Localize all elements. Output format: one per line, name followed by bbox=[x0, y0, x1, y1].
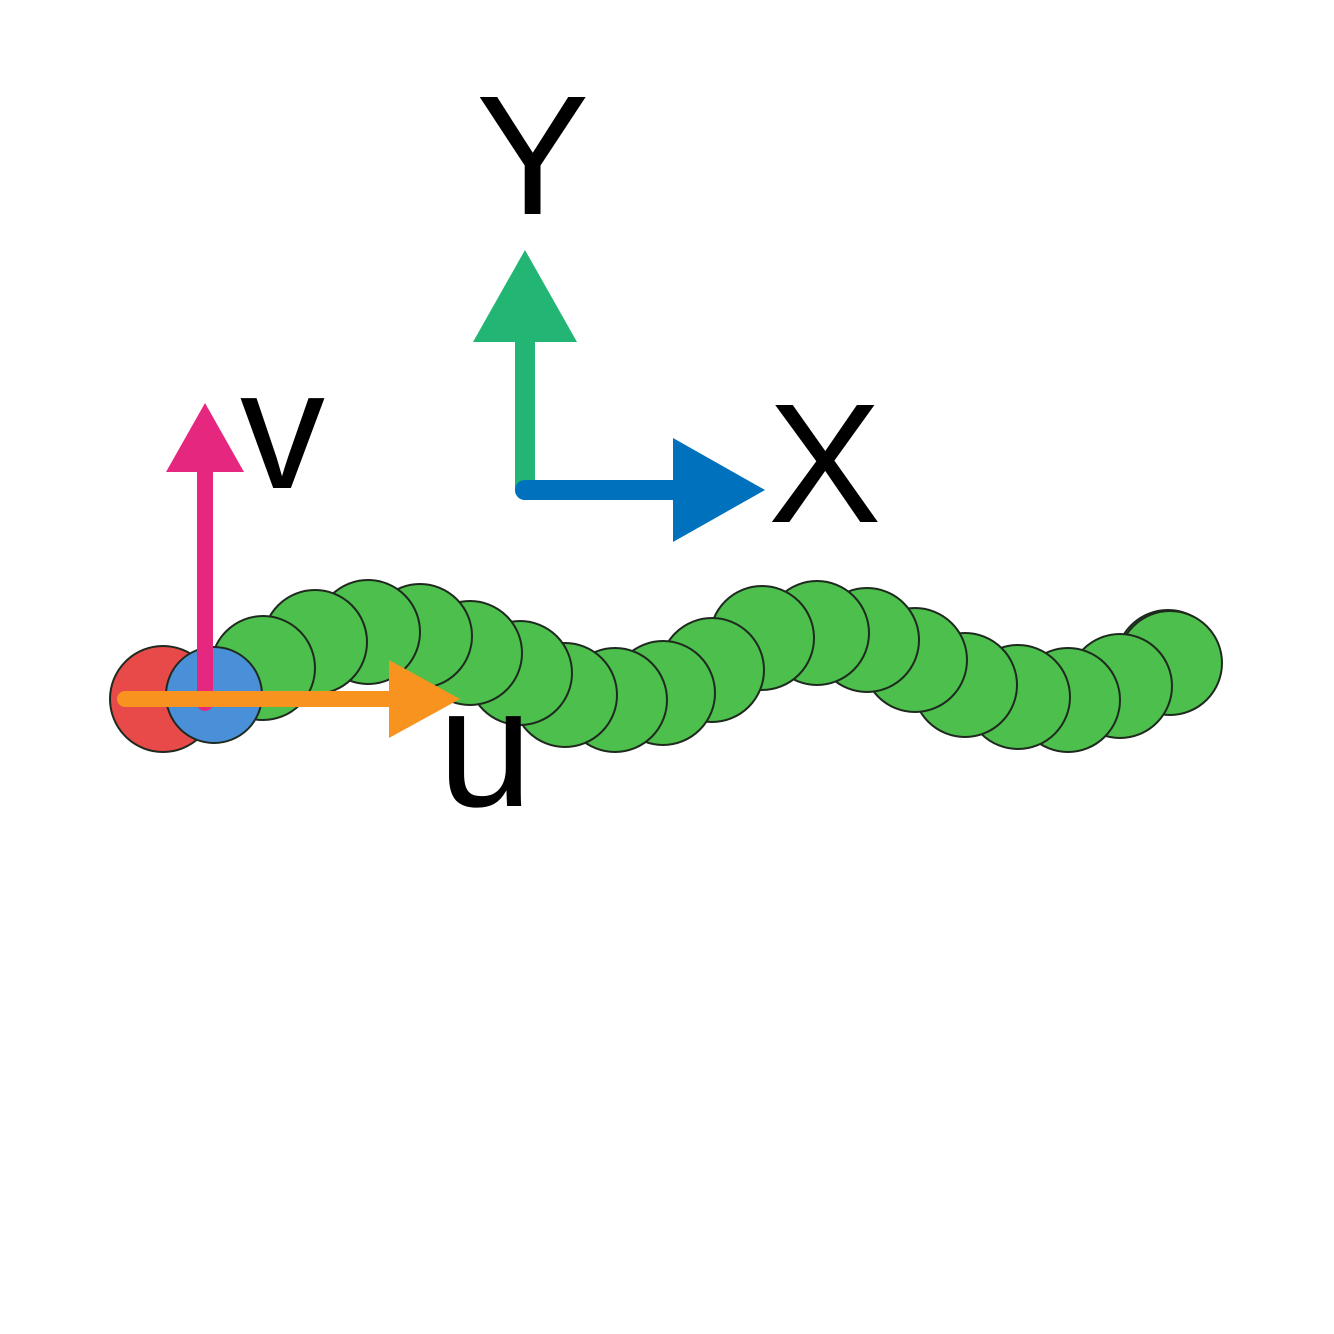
x-axis-label: X bbox=[768, 369, 881, 559]
x-axis-arrowhead bbox=[673, 438, 765, 542]
local-frame: v u bbox=[117, 335, 533, 843]
y-axis-arrowhead bbox=[473, 250, 577, 342]
global-frame: Y X bbox=[473, 61, 881, 559]
v-axis-arrowhead bbox=[166, 403, 244, 472]
u-axis-arrowhead bbox=[389, 660, 460, 738]
v-axis-label: v bbox=[240, 335, 325, 525]
worm-body bbox=[109, 579, 1223, 753]
u-axis-label: u bbox=[438, 653, 533, 843]
y-axis-label: Y bbox=[476, 61, 589, 251]
